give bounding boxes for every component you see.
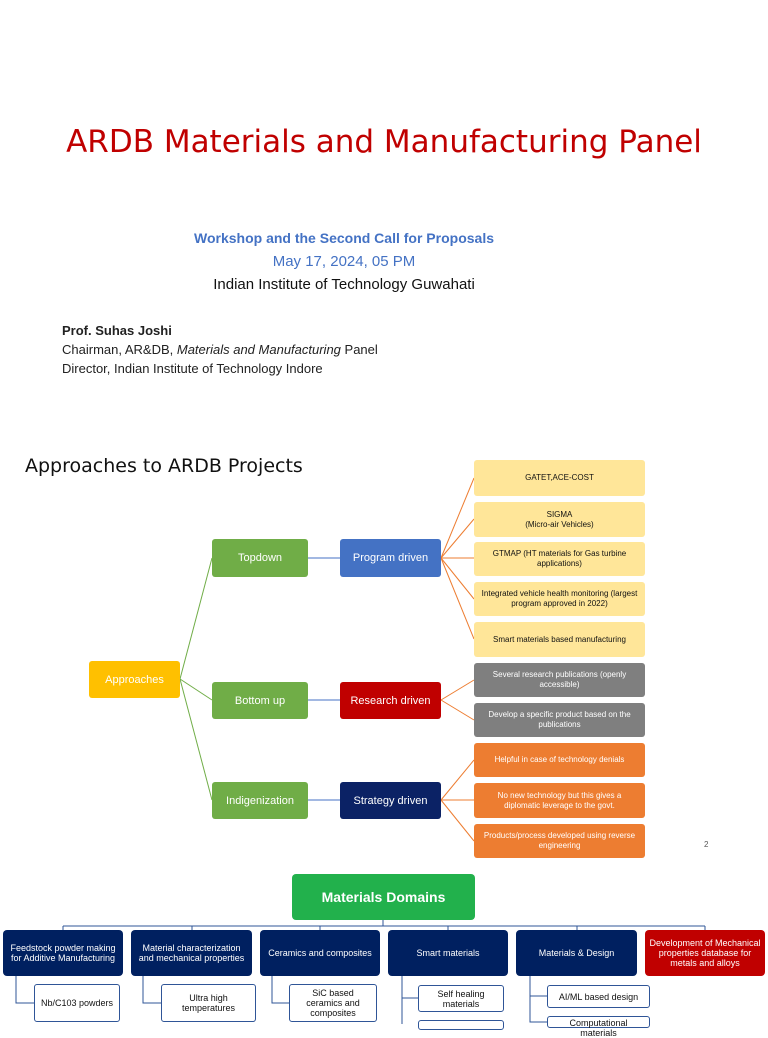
- presenter-role: Chairman, AR&DB, Materials and Manufactu…: [62, 340, 378, 359]
- domains-title: Materials Domains: [292, 874, 475, 920]
- domain-characterization: Material characterization and mechanical…: [131, 930, 252, 976]
- presenter-block: Prof. Suhas Joshi Chairman, AR&DB, Mater…: [62, 321, 378, 378]
- domain-sub-item: Nb/C103 powders: [34, 984, 120, 1022]
- domain-sub-item: Self healing materials: [418, 985, 504, 1012]
- domain-sub-item: [418, 1020, 504, 1030]
- event-subtitle: Workshop and the Second Call for Proposa…: [193, 230, 494, 246]
- strategy-item: Products/process developed using reverse…: [474, 824, 645, 858]
- event-venue: Indian Institute of Technology Guwahati: [213, 276, 475, 293]
- domain-smart-materials: Smart materials: [388, 930, 508, 976]
- domain-feedstock: Feedstock powder making for Additive Man…: [3, 930, 123, 976]
- domain-mechanical-database: Development of Mechanical properties dat…: [645, 930, 765, 976]
- presenter-affiliation: Director, Indian Institute of Technology…: [62, 361, 323, 376]
- domain-sub-item: SiC based ceramics and composites: [289, 984, 377, 1022]
- level2-program-driven: Program driven: [340, 539, 441, 577]
- event-date: May 17, 2024, 05 PM: [272, 253, 416, 270]
- approaches-root: Approaches: [89, 661, 180, 698]
- program-item: GTMAP (HT materials for Gas turbine appl…: [474, 542, 645, 576]
- strategy-item: No new technology but this gives a diplo…: [474, 783, 645, 818]
- strategy-item: Helpful in case of technology denials: [474, 743, 645, 777]
- level2-research-driven: Research driven: [340, 682, 441, 719]
- level1-topdown: Topdown: [212, 539, 308, 577]
- program-item: Integrated vehicle health monitoring (la…: [474, 582, 645, 616]
- approaches-heading: Approaches to ARDB Projects: [25, 455, 303, 477]
- domain-ceramics: Ceramics and composites: [260, 930, 380, 976]
- program-item: SIGMA (Micro-air Vehicles): [474, 502, 645, 537]
- level2-strategy-driven: Strategy driven: [340, 782, 441, 819]
- research-item: Several research publications (openly ac…: [474, 663, 645, 697]
- presenter-role-suffix: Panel: [340, 342, 378, 357]
- level1-bottom-up: Bottom up: [212, 682, 308, 719]
- presenter-name: Prof. Suhas Joshi: [62, 323, 172, 338]
- program-item: GATET,ACE-COST: [474, 460, 645, 496]
- level1-indigenization: Indigenization: [212, 782, 308, 819]
- domain-sub-item: AI/ML based design: [547, 985, 650, 1008]
- research-item: Develop a specific product based on the …: [474, 703, 645, 737]
- slide-title: ARDB Materials and Manufacturing Panel: [66, 124, 702, 160]
- program-item: Smart materials based manufacturing: [474, 622, 645, 657]
- presenter-role-italic: Materials and Manufacturing: [176, 342, 341, 357]
- domain-sub-item: Computational materials: [547, 1016, 650, 1038]
- page-number: 2: [704, 840, 709, 849]
- presenter-role-prefix: Chairman, AR&DB,: [62, 342, 177, 357]
- domain-sub-item: Ultra high temperatures: [161, 984, 256, 1022]
- domain-materials-design: Materials & Design: [516, 930, 637, 976]
